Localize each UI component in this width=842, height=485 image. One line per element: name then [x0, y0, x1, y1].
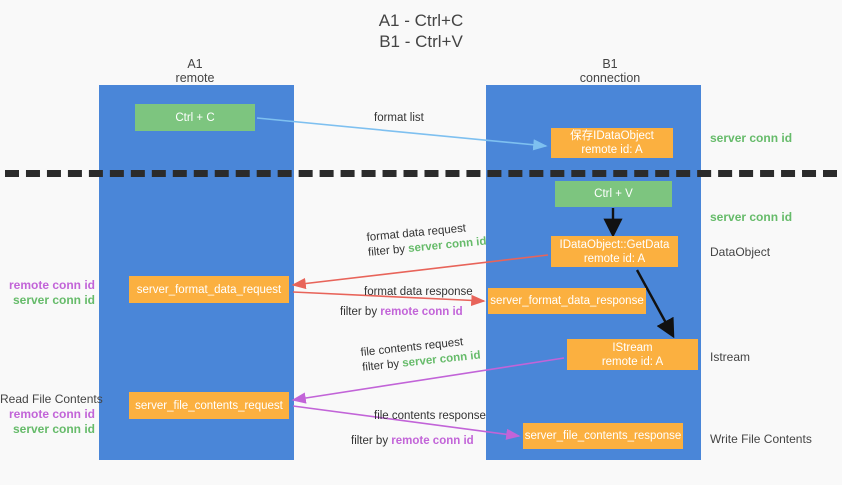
right-label-server-conn-id-mid: server conn id — [710, 210, 793, 224]
edge-label-file-contents-response: file contents response — [374, 409, 486, 423]
column-header-b1: B1 connection — [520, 57, 700, 85]
box-ctrl-v[interactable]: Ctrl + V — [555, 181, 672, 207]
box-save-idataobject[interactable]: 保存IDataObject remote id: A — [551, 128, 673, 158]
left-label-remote-conn-id: remote conn id — [8, 407, 95, 421]
box-server-format-data-response[interactable]: server_format_data_response — [488, 288, 646, 314]
box-server-file-contents-response-label: server_file_contents_response — [524, 430, 682, 442]
filter-prefix: filter by — [340, 306, 381, 318]
box-save-idataobject-subtitle: remote id: A — [581, 144, 643, 156]
filter-prefix: filter by — [351, 435, 392, 447]
right-label-write-file-contents: Write File Contents — [710, 432, 812, 446]
right-label-dataobject: DataObject — [710, 245, 771, 259]
edge-label-format-list: format list — [374, 111, 424, 125]
page-title: A1 - Ctrl+C B1 - Ctrl+V — [0, 10, 842, 52]
box-ctrl-v-label: Ctrl + V — [594, 188, 633, 200]
box-istream-title: IStream — [612, 341, 653, 354]
column-header-a1: A1 remote — [120, 57, 270, 85]
box-server-file-contents-response[interactable]: server_file_contents_response — [523, 423, 683, 449]
box-server-file-contents-request-label: server_file_contents_request — [135, 399, 283, 412]
filter-key-remote-conn-id: remote conn id — [380, 306, 463, 318]
title-line-2: B1 - Ctrl+V — [379, 32, 463, 51]
box-save-idataobject-title: 保存IDataObject — [570, 130, 654, 142]
edge-label-format-data-response: format data response — [364, 285, 473, 299]
column-a1-sub: remote — [175, 71, 215, 85]
column-b1-name: B1 — [602, 57, 618, 71]
left-label-server-conn-id: server conn id — [12, 293, 95, 307]
edge-label-file-contents-response-line1: file contents response — [374, 410, 486, 422]
left-label-read-file-contents: Read File Contents — [0, 392, 103, 406]
left-label-remote-conn-id: remote conn id — [8, 278, 95, 292]
left-label-conn-ids-format: remote conn id server conn id — [0, 278, 95, 308]
box-server-file-contents-request[interactable]: server_file_contents_request — [129, 392, 289, 419]
box-idataobject-getdata[interactable]: IDataObject::GetData remote id: A — [551, 236, 678, 267]
column-a1-name: A1 — [187, 57, 203, 71]
edge-label-file-contents-request: file contents request filter by server c… — [360, 334, 481, 375]
column-b1-sub: connection — [579, 71, 641, 85]
box-ctrl-c[interactable]: Ctrl + C — [135, 104, 255, 131]
edge-label-format-data-response-filter: filter by remote conn id — [340, 305, 463, 319]
box-istream[interactable]: IStream remote id: A — [567, 339, 698, 370]
edge-label-format-data-request: format data request filter by server con… — [366, 220, 487, 260]
box-istream-subtitle: remote id: A — [601, 355, 664, 368]
box-ctrl-c-label: Ctrl + C — [175, 111, 215, 124]
box-server-format-data-request-label: server_format_data_request — [136, 283, 282, 296]
left-label-server-conn-id: server conn id — [12, 422, 95, 436]
title-line-1: A1 - Ctrl+C — [378, 11, 464, 30]
phase-divider-dashed-line — [5, 170, 837, 177]
edge-label-format-list-text: format list — [374, 112, 424, 124]
box-server-format-data-response-label: server_format_data_response — [490, 295, 644, 307]
edge-label-file-contents-response-filter: filter by remote conn id — [351, 434, 474, 448]
box-idataobject-getdata-subtitle: remote id: A — [583, 252, 646, 265]
right-label-server-conn-id-top: server conn id — [710, 131, 793, 145]
filter-prefix: filter by — [361, 357, 403, 374]
box-server-format-data-request[interactable]: server_format_data_request — [129, 276, 289, 303]
edge-label-format-data-response-line1: format data response — [364, 286, 473, 298]
filter-key-remote-conn-id: remote conn id — [391, 435, 474, 447]
left-label-read-file-contents-group: Read File Contents remote conn id server… — [0, 392, 103, 437]
filter-prefix: filter by — [367, 243, 409, 259]
right-label-istream: Istream — [710, 350, 751, 364]
box-idataobject-getdata-title: IDataObject::GetData — [559, 238, 670, 251]
